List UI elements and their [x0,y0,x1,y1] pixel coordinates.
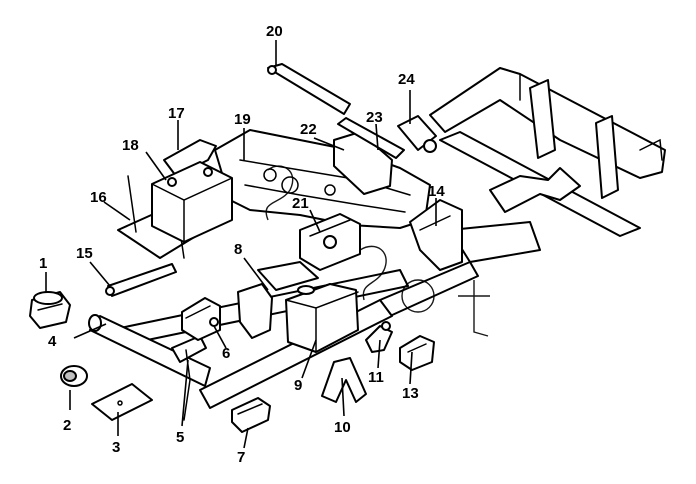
part-rod-15 [105,263,177,297]
part-sensor-11 [365,321,393,353]
part-mount-1 [29,291,71,329]
callout-21: 21 [292,195,309,212]
callout-23: 23 [366,109,383,126]
callout-22: 22 [300,121,317,138]
part-crossmember-4 [88,314,211,387]
leader-lines [45,40,437,449]
part-grommet-2 [60,365,88,387]
callout-14: 14 [428,183,445,200]
part-link-23 [337,117,405,159]
callout-2: 2 [63,417,71,434]
part-reservoir-9 [285,283,359,353]
callout-9: 9 [294,377,302,394]
callout-16: 16 [90,189,107,206]
callout-20: 20 [266,23,283,40]
part-valve-13 [399,335,435,371]
callout-19: 19 [234,111,251,128]
callout-17: 17 [168,105,185,122]
part-battery-18 [151,161,233,243]
part-rod-20 [267,63,351,115]
part-actuator-24 [397,115,437,153]
chassis-frame [119,67,666,409]
part-bracket-8 [237,261,319,339]
part-plate-3 [91,383,153,421]
callout-1: 1 [39,255,47,272]
callout-3: 3 [112,439,120,456]
callout-4: 4 [48,333,57,350]
part-cylinder-21 [299,213,361,271]
part-engine-mount-6 [181,297,221,341]
callout-11: 11 [368,369,384,386]
part-pad-7 [231,397,271,433]
watermark [265,165,490,337]
callout-18: 18 [122,137,139,154]
callout-6: 6 [222,345,230,362]
callout-7: 7 [237,449,245,466]
callout-24: 24 [398,71,415,88]
callout-labels: 1 2 3 4 5 6 7 8 9 10 11 13 14 15 16 17 1… [39,23,445,466]
callout-15: 15 [76,245,93,262]
callout-5: 5 [176,429,184,446]
part-mount-10 [321,357,367,403]
bulkhead-panel [214,129,431,229]
callout-10: 10 [334,419,351,436]
part-bracket-14 [409,199,463,271]
callout-13: 13 [402,385,419,402]
callout-8: 8 [234,241,242,258]
